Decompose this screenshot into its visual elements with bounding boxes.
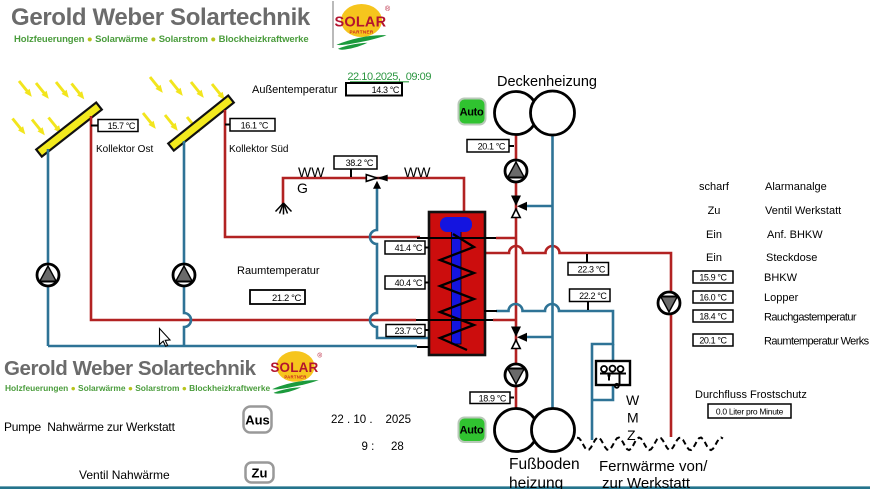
svg-text:Ein: Ein	[706, 229, 722, 241]
svg-text:18.9 °C: 18.9 °C	[479, 394, 507, 404]
svg-text:Kollektor Süd: Kollektor Süd	[229, 144, 288, 155]
svg-text:M: M	[627, 410, 639, 426]
svg-text:Außentemperatur: Außentemperatur	[252, 84, 338, 96]
svg-text:Raumtemperatur Werks: Raumtemperatur Werks	[764, 336, 870, 348]
svg-text:22.10.2025, 09:09: 22.10.2025, 09:09	[347, 71, 431, 83]
svg-text:Holzfeuerungen ● Solarwärme ●: Holzfeuerungen ● Solarwärme ● Solarstrom…	[5, 383, 270, 393]
svg-text:21.2 °C: 21.2 °C	[272, 293, 302, 304]
svg-text:22 . 10 .: 22 . 10 .	[331, 414, 373, 426]
svg-text:scharf: scharf	[699, 181, 730, 193]
svg-text:Auto: Auto	[460, 107, 484, 119]
svg-text:38.2 °C: 38.2 °C	[346, 158, 374, 168]
svg-text:15.9 °C: 15.9 °C	[699, 273, 727, 283]
svg-text:Alarmanalge: Alarmanalge	[765, 181, 827, 193]
svg-text:Zu: Zu	[252, 466, 268, 481]
svg-text:20.1 °C: 20.1 °C	[699, 336, 727, 346]
svg-text:Fußboden: Fußboden	[509, 456, 580, 473]
svg-text:Ein: Ein	[706, 252, 722, 264]
svg-text:WW: WW	[404, 164, 431, 180]
svg-text:Rauchgastemperatur: Rauchgastemperatur	[764, 312, 857, 324]
svg-text:WW: WW	[298, 164, 325, 180]
svg-text:22.3 °C: 22.3 °C	[578, 265, 606, 275]
svg-text:Anf. BHKW: Anf. BHKW	[767, 229, 823, 241]
svg-text:16.1 °C: 16.1 °C	[241, 121, 269, 131]
svg-text:G: G	[297, 180, 308, 196]
svg-text:28: 28	[391, 441, 404, 453]
svg-text:14.3 °C: 14.3 °C	[372, 85, 400, 95]
svg-text:15.7 °C: 15.7 °C	[108, 121, 136, 131]
svg-text:Aus: Aus	[245, 413, 270, 428]
svg-text:Pumpe Nahwärme zur Werkstatt: Pumpe Nahwärme zur Werkstatt	[4, 420, 176, 434]
svg-text:40.4 °C: 40.4 °C	[395, 278, 423, 288]
svg-text:Z: Z	[627, 427, 636, 443]
svg-text:Lopper: Lopper	[764, 292, 799, 304]
svg-text:heizung: heizung	[509, 475, 563, 489]
svg-text:2025: 2025	[386, 414, 412, 426]
svg-text:16.0 °C: 16.0 °C	[699, 293, 727, 303]
svg-text:Ventil Werkstatt: Ventil Werkstatt	[765, 205, 841, 217]
svg-text:0.0 Liter pro Minute: 0.0 Liter pro Minute	[716, 407, 784, 417]
svg-text:23.7 °C: 23.7 °C	[395, 326, 423, 336]
svg-text:18.4 °C: 18.4 °C	[699, 312, 727, 322]
svg-text:Gerold Weber Solartechnik: Gerold Weber Solartechnik	[4, 357, 257, 380]
svg-text:Holzfeuerungen ● Solarwärme ●: Holzfeuerungen ● Solarwärme ● Solarstrom…	[14, 34, 309, 45]
svg-text:20.1 °C: 20.1 °C	[478, 142, 506, 152]
svg-text:Fernwärme von/: Fernwärme von/	[599, 458, 708, 475]
svg-text:Ventil Nahwärme: Ventil Nahwärme	[79, 468, 170, 482]
svg-text:Kollektor Ost: Kollektor Ost	[96, 144, 153, 155]
svg-text:22.2 °C: 22.2 °C	[579, 291, 607, 301]
svg-text:Auto: Auto	[460, 425, 484, 437]
svg-text:W: W	[626, 392, 640, 408]
svg-text:Durchfluss Frostschutz: Durchfluss Frostschutz	[695, 389, 807, 401]
svg-text:zur Werkstatt: zur Werkstatt	[602, 475, 691, 489]
svg-text:Zu: Zu	[708, 205, 721, 217]
svg-text:41.4 °C: 41.4 °C	[395, 243, 423, 253]
svg-text:9 :: 9 :	[362, 441, 375, 453]
svg-text:BHKW: BHKW	[764, 272, 798, 284]
svg-text:Steckdose: Steckdose	[766, 252, 817, 264]
svg-text:Deckenheizung: Deckenheizung	[497, 74, 597, 90]
svg-text:Raumtemperatur: Raumtemperatur	[237, 265, 320, 277]
svg-text:Gerold Weber Solartechnik: Gerold Weber Solartechnik	[11, 4, 311, 31]
